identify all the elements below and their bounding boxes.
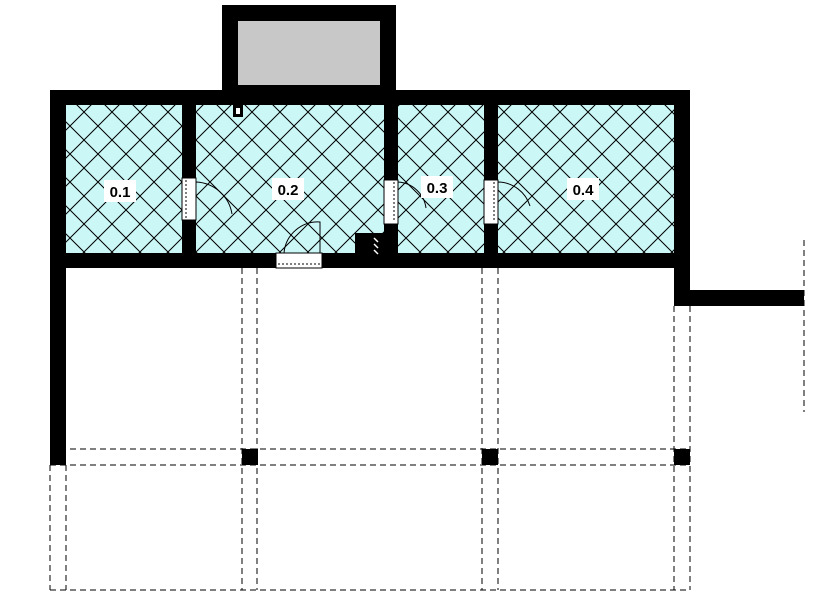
room-label-text: 0.3 <box>427 180 448 197</box>
stair-block <box>355 233 385 261</box>
room-label-0-2: 0.2 <box>272 178 304 200</box>
room-label-text: 0.1 <box>110 184 131 201</box>
vent-icon <box>233 105 243 117</box>
post-3 <box>674 449 690 465</box>
room-label-0-1: 0.1 <box>104 180 136 202</box>
room-label-text: 0.4 <box>573 182 595 199</box>
room-0-1-fill <box>66 105 182 253</box>
door-0-1 <box>181 177 233 221</box>
post-1 <box>242 449 258 465</box>
door-swing-icon <box>497 181 531 222</box>
room-label-0-3: 0.3 <box>421 176 453 198</box>
door-swing-icon <box>397 181 427 222</box>
room-label-0-4: 0.4 <box>567 178 599 200</box>
annex-fill <box>230 13 388 91</box>
wall-left <box>50 90 66 465</box>
wall-right <box>674 90 690 306</box>
door-0-2-bottom <box>275 221 323 269</box>
door-swing-icon <box>195 181 233 220</box>
wall-top <box>50 90 690 105</box>
room-label-text: 0.2 <box>278 182 299 199</box>
post-2 <box>482 449 498 465</box>
dashed-grid <box>49 240 805 590</box>
door-swing-icon <box>278 221 321 254</box>
wall-right-extension <box>674 290 804 306</box>
door-0-3 <box>383 179 427 225</box>
stair-icon <box>373 237 379 255</box>
door-0-4 <box>483 179 531 225</box>
